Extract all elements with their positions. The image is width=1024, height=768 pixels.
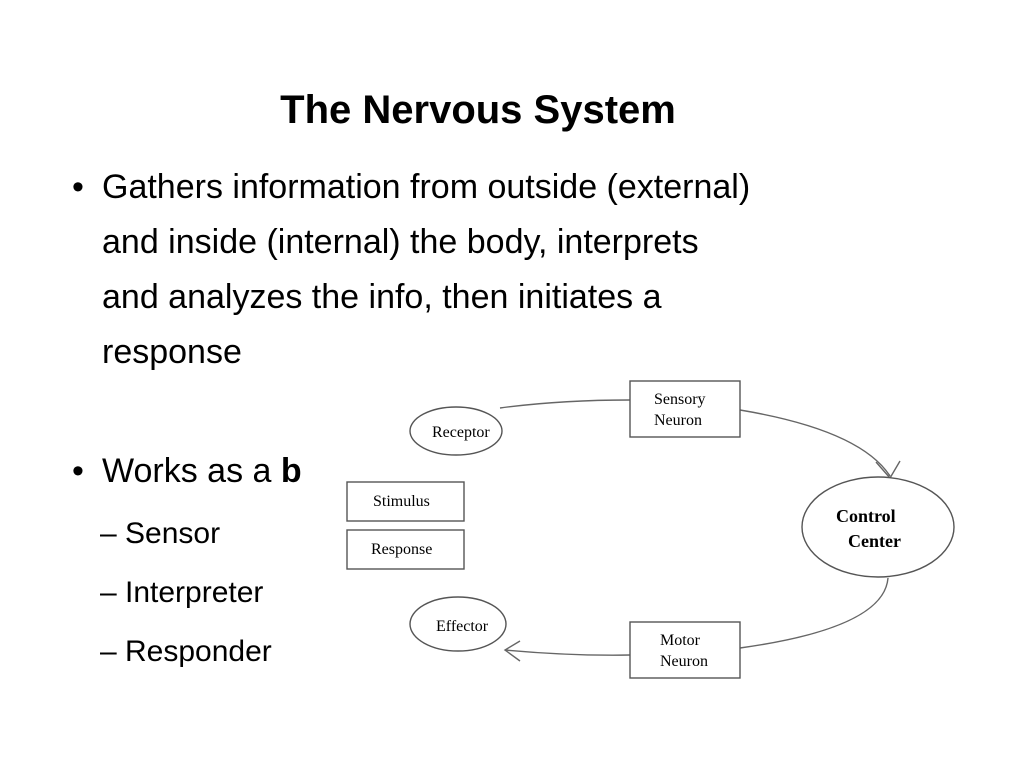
bullet-1-line-2: and inside (internal) the body, interpre… (102, 223, 699, 261)
bullet-1-line-4: response (102, 333, 242, 371)
stimulus-label: Stimulus (373, 493, 430, 510)
motor-neuron-label-1: Motor (660, 632, 701, 649)
response-label: Response (371, 541, 432, 558)
receptor-label: Receptor (432, 424, 490, 441)
bullet-1-line-3: and analyzes the info, then initiates a (102, 278, 662, 316)
sensory-neuron-node: Sensory Neuron (629, 380, 741, 438)
sensory-neuron-label-1: Sensory (654, 391, 706, 408)
control-center-label-2: Center (848, 531, 901, 551)
arrow-receptor-to-sensory (499, 399, 631, 409)
sensory-neuron-label-2: Neuron (654, 412, 702, 429)
bullet-2-bold: b (280, 452, 302, 490)
arrowhead-effector (503, 640, 521, 662)
bullet-2-text: Works as a b (102, 444, 342, 498)
control-center-label-1: Control (836, 506, 896, 526)
sub-item-interpreter: – Interpreter (100, 576, 264, 609)
arrow-control-to-motor (739, 577, 889, 649)
sub-item-sensor: – Sensor (100, 517, 221, 550)
bullet-marker: • (72, 452, 84, 490)
motor-neuron-label-2: Neuron (660, 653, 708, 670)
bullet-marker: • (72, 168, 84, 206)
stimulus-box: Stimulus (346, 481, 465, 522)
slide-title: The Nervous System (280, 88, 676, 132)
control-center-node: Control Center (801, 476, 955, 578)
arrow-sensory-to-control (739, 409, 891, 477)
response-box: Response (346, 529, 465, 570)
arrow-motor-to-effector (504, 649, 631, 656)
effector-node: Effector (409, 596, 507, 652)
effector-label: Effector (436, 618, 489, 635)
bullet-1-line-1: Gathers information from outside (extern… (102, 168, 751, 206)
motor-neuron-node: Motor Neuron (629, 621, 741, 679)
bullet-2-regular: Works as a (102, 452, 281, 490)
sub-item-responder: – Responder (100, 635, 272, 668)
receptor-node: Receptor (409, 406, 503, 456)
